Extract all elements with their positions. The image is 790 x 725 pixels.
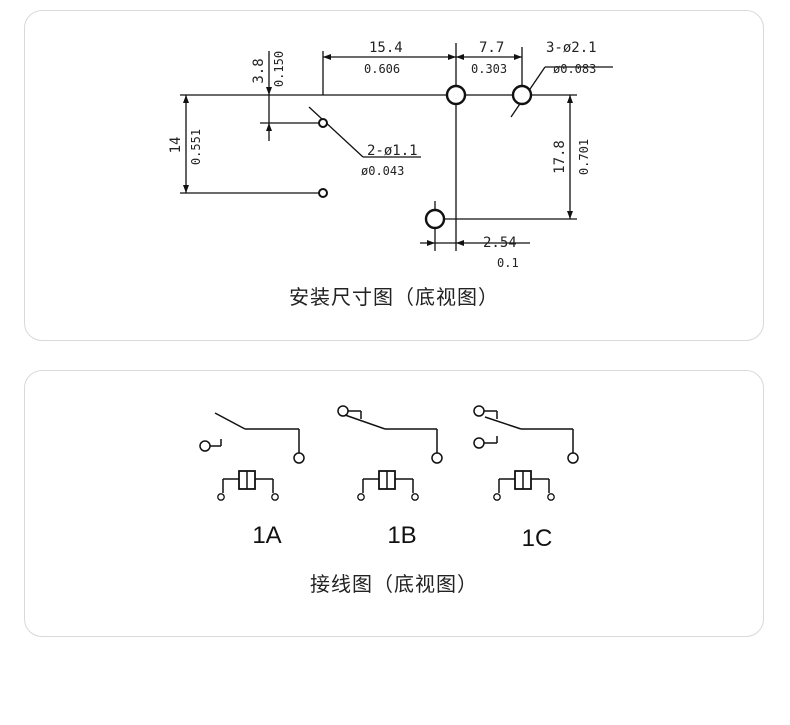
dim-15-4-label: 15.4: [369, 40, 403, 56]
wiring-diagram-caption: 接线图（底视图）: [310, 572, 478, 596]
dim-0-150-label: 0.150: [272, 51, 286, 87]
hole-small-in-label: ø0.043: [361, 164, 404, 178]
relay-1b-coil: [356, 470, 420, 502]
large-hole-bottom: [424, 208, 446, 230]
mounting-dimension-drawing: 15.4 0.606 7.7 0.303 3-ø2.1 ø0.083 2-ø1.…: [168, 40, 613, 270]
dim-7-7-label: 7.7: [479, 40, 504, 56]
dim-0-701-label: 0.701: [577, 139, 591, 175]
relay-1c-schematic: [473, 405, 579, 464]
large-hole-center: [445, 84, 467, 106]
dim-0-606-label: 0.606: [364, 62, 400, 76]
dim-0-551-label: 0.551: [189, 129, 203, 165]
relay-type-1b-label: 1B: [387, 522, 416, 549]
hole-large-in-label: ø0.083: [553, 62, 596, 76]
wiring-diagram-card: 1A 1B 1C 接线图（底视图）: [24, 370, 764, 637]
small-hole-lower: [318, 188, 328, 198]
relay-1b-schematic: [337, 405, 443, 464]
arrowheads: [183, 54, 573, 246]
large-hole-right: [511, 84, 533, 106]
dim-2-54-label: 2.54: [483, 235, 517, 251]
relay-type-1c-label: 1C: [522, 525, 553, 552]
dim-3-8-label: 3.8: [251, 58, 267, 83]
hole-large-mm-label: 3-ø2.1: [546, 40, 597, 56]
relay-1a-coil: [216, 470, 280, 502]
small-hole-upper: [318, 118, 328, 128]
dim-0-303-label: 0.303: [471, 62, 507, 76]
small-hole-leader: [308, 106, 364, 158]
wiring-diagram-drawing: 1A 1B 1C: [199, 405, 579, 552]
dim-14-label: 14: [168, 137, 184, 154]
hole-small-mm-label: 2-ø1.1: [367, 143, 418, 159]
mounting-dimension-card: 15.4 0.606 7.7 0.303 3-ø2.1 ø0.083 2-ø1.…: [24, 10, 764, 341]
relay-1a-schematic: [199, 412, 305, 464]
relay-1c-coil: [492, 470, 556, 502]
dim-17-8-label: 17.8: [552, 140, 568, 174]
dim-0-1-label: 0.1: [497, 256, 519, 270]
relay-type-1a-label: 1A: [252, 522, 281, 549]
mounting-dimension-caption: 安装尺寸图（底视图）: [289, 285, 499, 309]
